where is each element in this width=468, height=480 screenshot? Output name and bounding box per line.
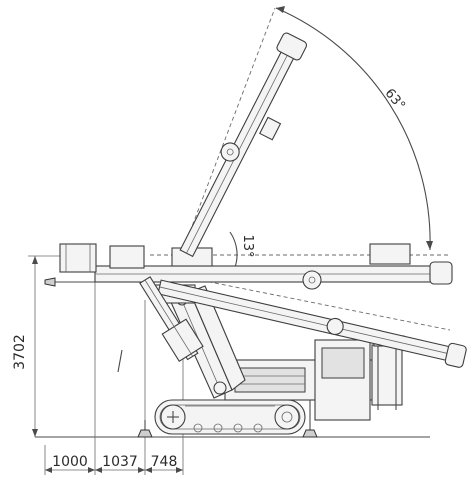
arrow-left-icon	[45, 467, 52, 473]
idler-hub	[281, 411, 293, 423]
boom-pulley-icon	[302, 270, 322, 290]
offset-label-3: 748	[151, 454, 178, 470]
arrow-left-icon	[145, 467, 152, 473]
track-inner	[159, 404, 301, 430]
lowered-mast-centerline	[144, 279, 194, 357]
boom-end-cap	[429, 261, 453, 285]
lift-cylinder-rod	[189, 285, 246, 391]
arrow-icon	[426, 241, 433, 250]
boom-end-head	[369, 243, 411, 265]
tilted-boom	[157, 279, 467, 368]
engine-panel	[234, 367, 306, 393]
boom-angle-label: 13°	[240, 234, 255, 257]
arrow-right-icon	[138, 467, 145, 473]
arrow-left-icon	[95, 467, 102, 473]
drill-bit-icon	[44, 277, 56, 287]
stabilizer-foot	[302, 429, 318, 438]
mast-pulley-icon	[220, 142, 240, 162]
crawler-track	[154, 399, 306, 435]
mast-angle-arc	[275, 7, 431, 251]
height-label: 3702	[12, 334, 28, 370]
roller-icon	[193, 423, 203, 433]
tilted-boom-end-cap	[444, 342, 467, 368]
tilted-boom-centerline	[159, 286, 452, 355]
mast-angle-label: 63°	[382, 86, 408, 113]
raised-mast	[179, 32, 308, 258]
rear-frame	[371, 344, 403, 406]
mast-top-cap	[276, 32, 308, 61]
offset-dimensions: 1000 1037 748	[44, 280, 184, 475]
arrow-icon	[276, 6, 285, 13]
mast-pulley-hub	[226, 148, 234, 156]
arrow-right-icon	[176, 467, 183, 473]
cabin-window	[321, 347, 365, 379]
lowered-drill-rod	[117, 349, 123, 373]
offset-label-2: 1037	[102, 454, 138, 470]
idler-wheel-icon	[274, 404, 300, 430]
roller-icon	[233, 423, 243, 433]
roller-icon	[253, 423, 263, 433]
lowered-mast	[139, 276, 204, 362]
arrow-down-icon	[32, 429, 38, 437]
mast-angle-ray	[179, 7, 276, 259]
tilted-boom-pulley-icon	[326, 317, 344, 336]
pivot-pin-icon	[213, 381, 227, 395]
stabilizer-foot	[137, 429, 153, 438]
boom-angle-arc	[229, 231, 238, 271]
track-rollers	[193, 423, 263, 433]
rear-centralizer	[109, 245, 145, 269]
arrow-up-icon	[32, 256, 38, 264]
arrow-right-icon	[88, 467, 95, 473]
pulley-hub	[308, 276, 316, 284]
front-head-assembly	[59, 243, 97, 273]
roller-icon	[213, 423, 223, 433]
mast-bracket	[259, 116, 282, 141]
offset-label-1: 1000	[52, 454, 88, 470]
height-dimension: 3702	[12, 255, 62, 437]
